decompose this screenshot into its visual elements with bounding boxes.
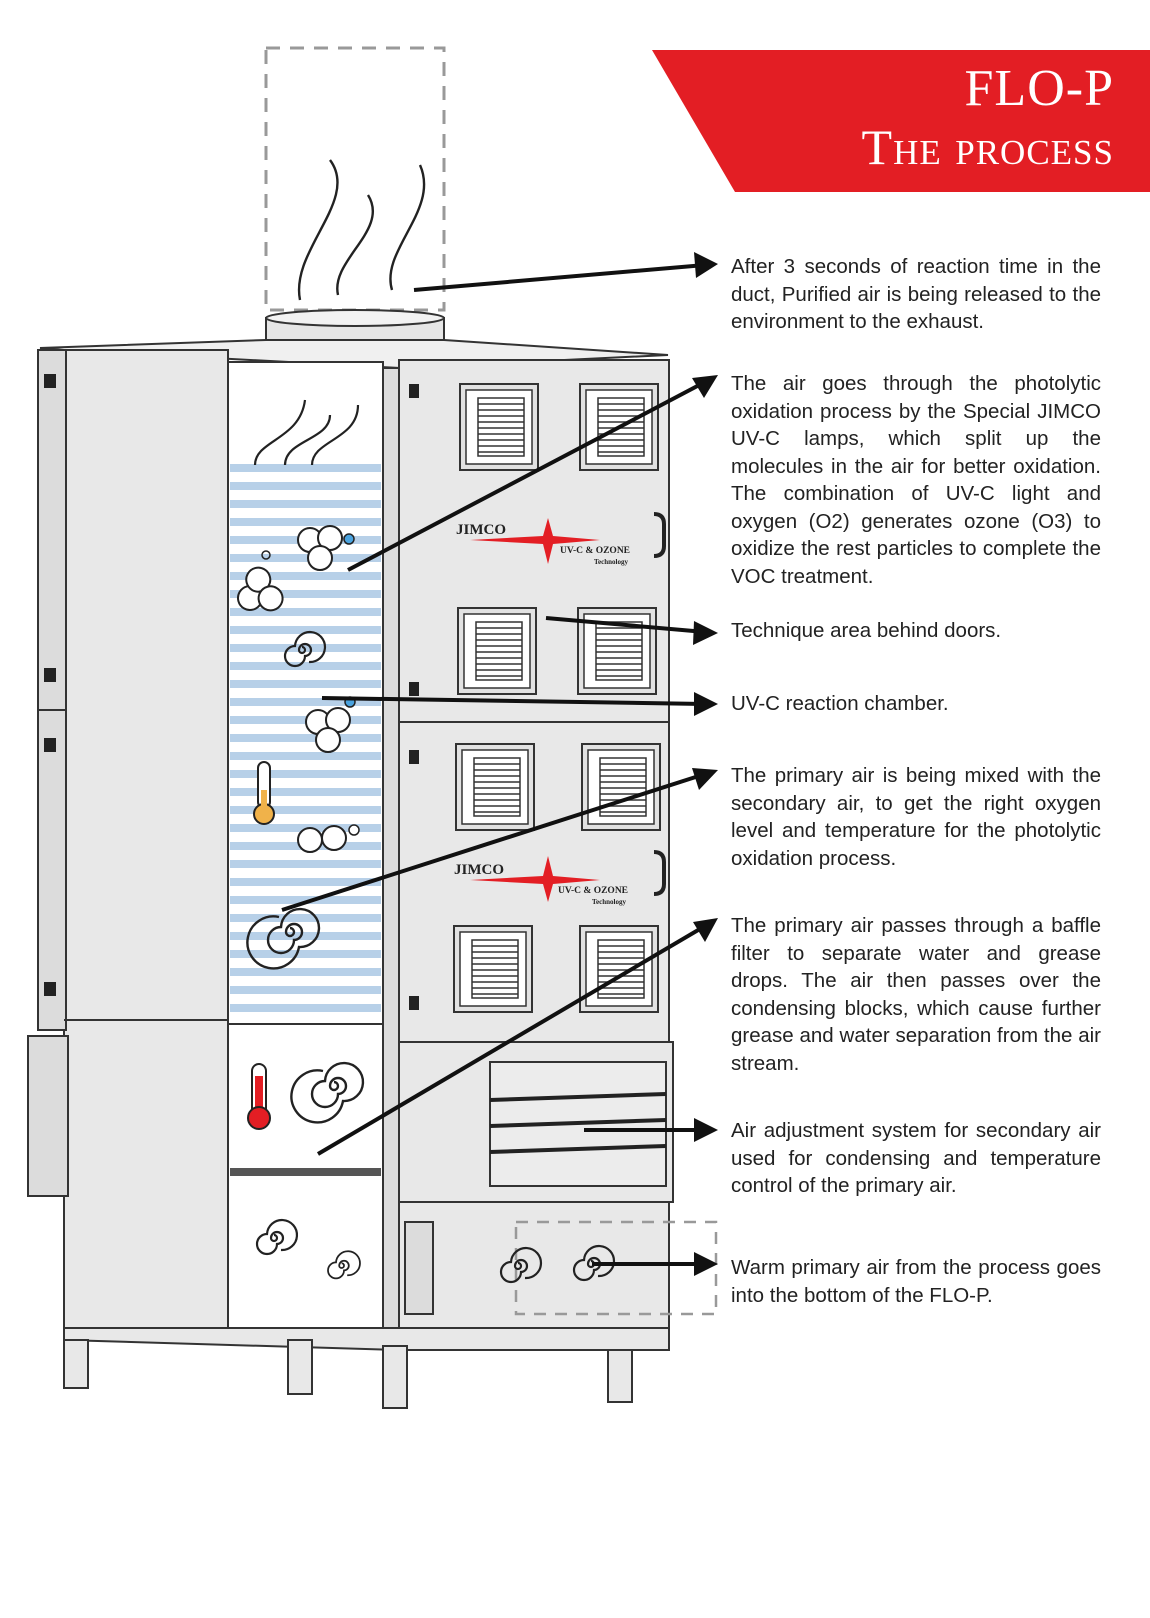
thermometer-icon <box>253 761 275 825</box>
callout-inlet: Warm primary air from the process goes i… <box>731 1256 1101 1307</box>
callout-chamber: UV-C reaction chamber. <box>731 692 949 715</box>
jimco-logo: JIMCO <box>454 862 504 878</box>
arrow-exhaust <box>413 263 706 292</box>
thermometer-icon <box>247 1063 271 1130</box>
molecule-icon <box>297 827 323 853</box>
jimco-sub1: UV-C & OZONE <box>558 886 629 896</box>
callout-adjustment: Air adjustment system for secondary air … <box>731 1119 1101 1197</box>
jimco-logo: JIMCO <box>456 522 506 538</box>
star-logo-icon <box>470 856 600 902</box>
arrow-mixing <box>281 772 706 912</box>
louver-icon <box>579 925 659 1013</box>
star-logo-icon <box>470 518 600 564</box>
arrow-icon <box>692 252 718 1276</box>
callout-photolytic: The air goes through the photolytic oxid… <box>731 372 1101 588</box>
arrow-technique <box>545 616 706 634</box>
callout-baffle: The primary air passes through a baffle … <box>731 914 1101 1075</box>
arrow-chamber <box>321 696 706 706</box>
title: FLO-P The process <box>862 60 1114 176</box>
callout-mixing: The primary air is being mixed with the … <box>731 764 1101 870</box>
louver-icon <box>581 743 661 831</box>
callout-exhaust: After 3 seconds of reaction time in the … <box>731 255 1101 333</box>
louver-icon <box>453 925 533 1013</box>
arrow-baffle <box>316 924 707 1156</box>
title-line-1: FLO-P <box>964 60 1114 117</box>
arrow-photolytic <box>347 380 706 572</box>
callout-technique: Technique area behind doors. <box>731 619 1002 642</box>
callout-arrows <box>281 263 707 1266</box>
louver-icon <box>457 607 537 695</box>
jimco-sub2: Technology <box>594 558 628 566</box>
exhaust-duct-outline <box>264 46 446 312</box>
inner-smoke-icon <box>253 399 360 466</box>
title-line-2: The process <box>861 119 1114 175</box>
smoke-icon <box>297 159 426 301</box>
louver-icon <box>455 743 535 831</box>
louver-icon <box>459 383 539 471</box>
jimco-sub2: Technology <box>592 898 626 906</box>
jimco-sub1: UV-C & OZONE <box>560 546 631 556</box>
left-side-panel <box>63 349 229 1329</box>
